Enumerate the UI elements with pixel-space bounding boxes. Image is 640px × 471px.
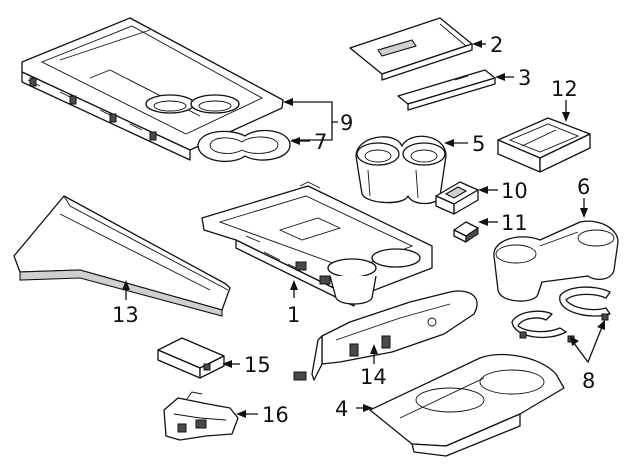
part-13-side-panel[interactable] <box>13 195 231 317</box>
callout-11: 11 <box>501 211 528 235</box>
part-16-mounting-bracket[interactable] <box>163 391 239 441</box>
callout-9: 9 <box>340 111 353 135</box>
callout-13: 13 <box>112 303 139 327</box>
part-4-lower-housing[interactable] <box>369 353 565 457</box>
callout-labels: 1 2 3 4 5 6 7 8 9 10 11 12 13 14 15 16 <box>112 33 595 427</box>
callout-10: 10 <box>501 179 528 203</box>
callout-4: 4 <box>335 397 348 421</box>
callout-15: 15 <box>244 353 271 377</box>
part-1-console-base[interactable] <box>201 181 433 307</box>
leader-lines <box>122 40 605 418</box>
callout-6: 6 <box>577 175 590 199</box>
part-7-cupholder-trim-ring[interactable] <box>197 129 291 163</box>
part-8-retaining-clips[interactable] <box>511 286 611 343</box>
callout-12: 12 <box>551 77 578 101</box>
part-2-switch-panel[interactable] <box>349 17 473 81</box>
callout-2: 2 <box>490 33 503 57</box>
callout-3: 3 <box>518 66 531 90</box>
callout-8: 8 <box>582 369 595 393</box>
part-3-trim-strip[interactable] <box>397 69 496 111</box>
part-5-cup-holder[interactable] <box>355 135 447 205</box>
callout-16: 16 <box>262 403 289 427</box>
callout-1: 1 <box>287 303 300 327</box>
part-10-switch-module[interactable] <box>435 181 479 215</box>
callout-5: 5 <box>472 132 485 156</box>
callout-14: 14 <box>360 365 387 389</box>
part-14-bracket[interactable] <box>293 290 478 381</box>
callout-7: 7 <box>314 130 327 154</box>
part-6-cupholder-base[interactable] <box>493 220 619 302</box>
part-11-connector[interactable] <box>453 221 479 243</box>
part-9-console-top-panel[interactable] <box>21 17 284 161</box>
part-12-storage-tray[interactable] <box>497 117 591 173</box>
part-15-electronic-module[interactable] <box>157 337 225 379</box>
